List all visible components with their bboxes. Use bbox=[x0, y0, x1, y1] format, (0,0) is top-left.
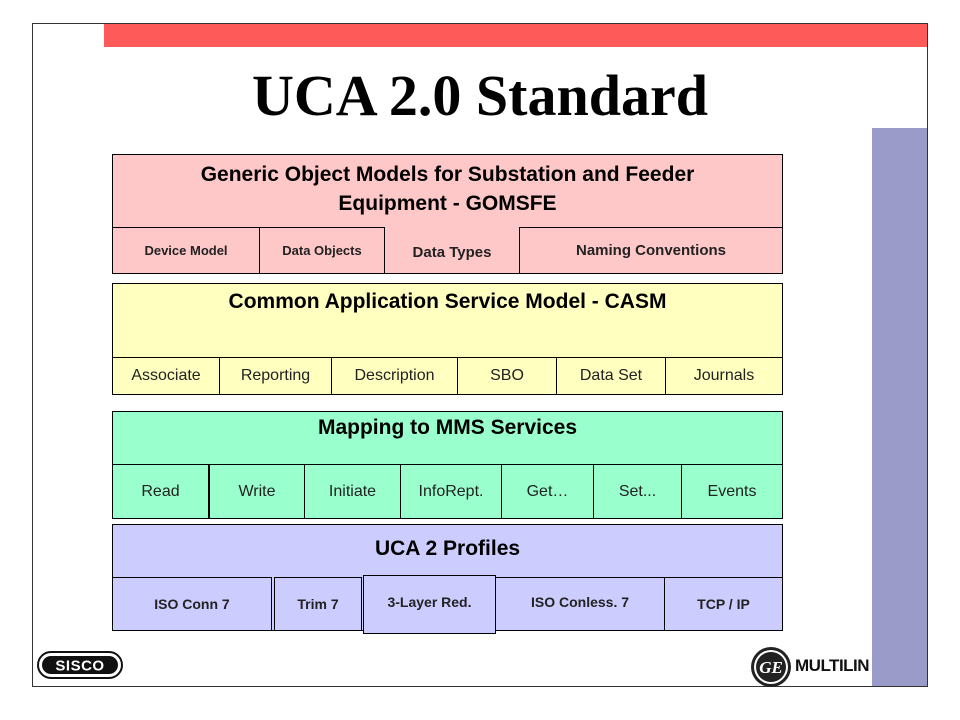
top-accent-bar bbox=[104, 24, 927, 47]
casm-item-data-set: Data Set bbox=[556, 357, 666, 394]
sisco-logo: SISCO bbox=[37, 651, 123, 679]
profiles-item-3-layer-red: 3-Layer Red. bbox=[363, 575, 496, 634]
profiles-item-tcp-ip: TCP / IP bbox=[664, 577, 782, 630]
ge-logo: GE bbox=[751, 647, 791, 687]
casm-title: Common Application Service Model - CASM bbox=[228, 290, 667, 313]
casm-item-description: Description bbox=[331, 357, 458, 394]
casm-item-journals: Journals bbox=[665, 357, 782, 394]
mms-item-read: Read bbox=[113, 464, 210, 518]
mms-item-initiate: Initiate bbox=[304, 464, 401, 518]
gomsfe-title: Generic Object Models for Substation and… bbox=[113, 160, 782, 218]
mms-item-write: Write bbox=[209, 464, 305, 518]
profiles-item-iso-conn-7: ISO Conn 7 bbox=[113, 577, 272, 630]
profiles-title: UCA 2 Profiles bbox=[374, 537, 521, 560]
gomsfe-layer: Generic Object Models for Substation and… bbox=[112, 154, 783, 274]
casm-item-reporting: Reporting bbox=[219, 357, 332, 394]
casm-item-sbo: SBO bbox=[457, 357, 557, 394]
mms-item-inforept: InfoRept. bbox=[400, 464, 502, 518]
gomsfe-title-line2: Equipment - GOMSFE bbox=[338, 192, 557, 215]
casm-layer: Common Application Service Model - CASM … bbox=[112, 283, 783, 395]
mms-layer: Mapping to MMS Services Read Write Initi… bbox=[112, 411, 783, 519]
gomsfe-title-line1: Generic Object Models for Substation and… bbox=[200, 163, 695, 186]
slide-title: UCA 2.0 Standard bbox=[251, 63, 709, 128]
profiles-layer: UCA 2 Profiles ISO Conn 7 Trim 7 3-Layer… bbox=[112, 524, 783, 634]
profiles-item-iso-conless-7: ISO Conless. 7 bbox=[495, 577, 665, 630]
mms-item-set: Set... bbox=[593, 464, 682, 518]
mms-item-get: Get… bbox=[501, 464, 594, 518]
ge-logo-text: GE bbox=[759, 658, 783, 677]
gomsfe-item-device-model: Device Model bbox=[113, 227, 260, 273]
mms-item-events: Events bbox=[681, 464, 782, 518]
profiles-item-trim-7: Trim 7 bbox=[274, 577, 362, 630]
side-accent-bar bbox=[872, 128, 927, 686]
mms-title: Mapping to MMS Services bbox=[317, 416, 578, 439]
sisco-logo-text: SISCO bbox=[55, 658, 104, 675]
gomsfe-item-data-types: Data Types bbox=[412, 243, 492, 261]
gomsfe-item-data-objects: Data Objects bbox=[259, 227, 385, 273]
casm-item-associate: Associate bbox=[113, 357, 220, 394]
gomsfe-item-naming-conventions: Naming Conventions bbox=[519, 227, 782, 273]
multilin-logo-text: MULTILIN bbox=[795, 656, 870, 675]
